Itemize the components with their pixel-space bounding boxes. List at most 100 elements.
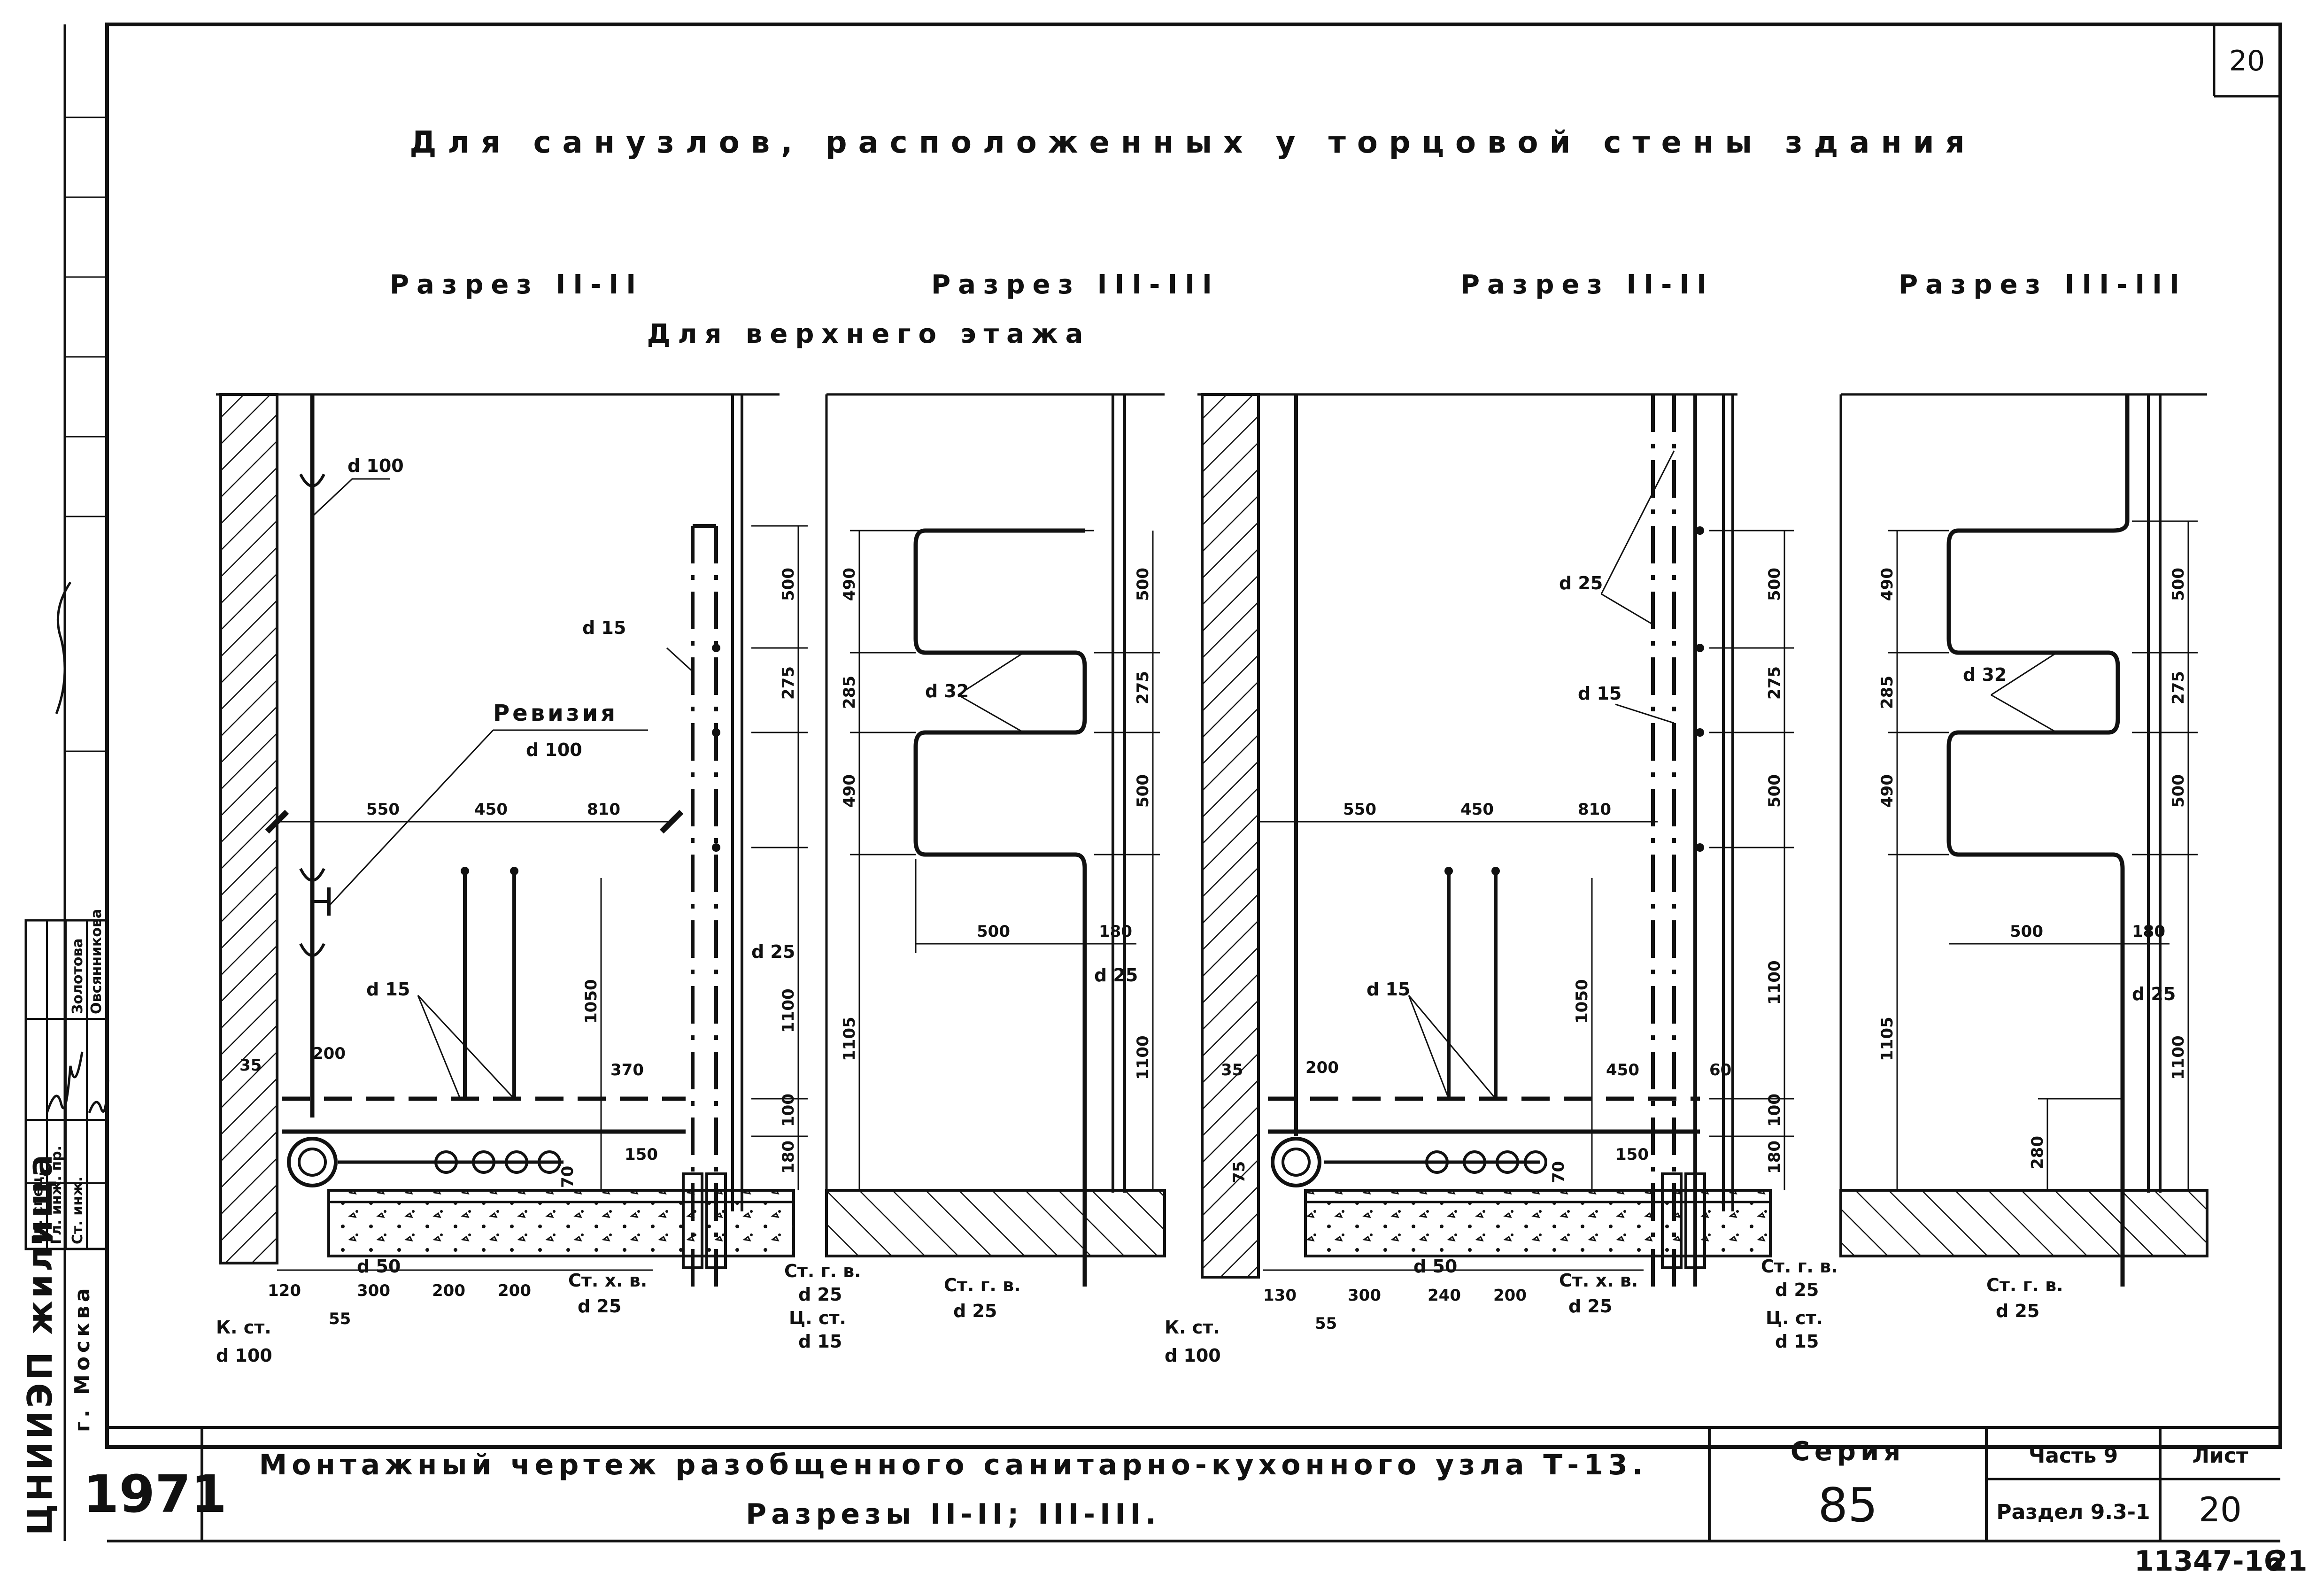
drawing-label: 275 — [2169, 671, 2188, 704]
drawing-label: Ц. ст. — [789, 1308, 846, 1328]
drawing-label: 550 — [366, 800, 400, 819]
drawing-label: 285 — [1878, 676, 1897, 709]
drawing-label: 500 — [1134, 774, 1152, 808]
drawing-label: 200 — [1305, 1058, 1339, 1077]
drawing-label: 100 — [779, 1094, 798, 1127]
sidebar-city: г. Москва — [70, 1284, 94, 1432]
drawing-label: d 15 — [1578, 683, 1621, 704]
drawing-label: d 15 — [1775, 1331, 1819, 1352]
drawing-label: 150 — [625, 1145, 658, 1164]
section-title-2: Разрез III-III — [931, 270, 1220, 300]
drawing-label: Ст. х. в. — [1559, 1270, 1638, 1291]
drawing-label: d 15 — [366, 979, 410, 1000]
drawing-label: 500 — [977, 922, 1010, 941]
drawing-label: d 15 — [798, 1331, 842, 1352]
drawing-label: Ст. г. в. — [1761, 1256, 1838, 1277]
stamp-suffix: 21 — [2268, 1545, 2308, 1578]
drawing-label: Ст. г. в. — [784, 1261, 861, 1281]
drawing-label: d 32 — [925, 681, 969, 701]
drawing-label: 280 — [2028, 1136, 2047, 1169]
towel-rail-2 — [1946, 394, 2130, 1287]
floor-slab-4 — [1839, 1189, 2208, 1257]
drawing-label: 275 — [779, 666, 798, 700]
drawing-label: К. ст. — [1165, 1317, 1220, 1338]
drawing-label: 130 — [1263, 1286, 1297, 1305]
drawing-label: 500 — [1765, 774, 1784, 808]
section-title-1: Разрез II-II — [390, 270, 643, 300]
drawing-label: 150 — [1615, 1145, 1649, 1164]
drawing-label: 60 — [1709, 1061, 1731, 1079]
drawing-label: 1105 — [840, 1017, 859, 1061]
drawing-label: 490 — [840, 568, 859, 601]
drawing-label: 35 — [1221, 1061, 1243, 1079]
drawing-label: d 100 — [216, 1345, 272, 1366]
sheet-value: 20 — [2199, 1490, 2242, 1529]
drawing-label: 550 — [1343, 800, 1376, 819]
drawing-label: 500 — [2010, 922, 2043, 941]
series-value: 85 — [1818, 1478, 1877, 1533]
drawing-label: d 50 — [357, 1256, 401, 1277]
title-line-2: Разрезы II-II; III-III. — [746, 1498, 1161, 1531]
part-label: Часть 9 — [2029, 1444, 2118, 1468]
floor-slab-3 — [1304, 1189, 1772, 1257]
drawing-label: 275 — [1134, 671, 1152, 704]
outer-frame — [105, 23, 2282, 1449]
drawing-label: 490 — [1878, 774, 1897, 808]
role-gl-inzh: Гл. инж. пр. — [48, 1146, 65, 1244]
drawing-label: 1100 — [2169, 1035, 2188, 1080]
drawing-label: d 25 — [798, 1284, 842, 1305]
section-4-drawing: d 32 d 25 Ст. г. в. d 25 490 285 490 500… — [1839, 393, 2208, 1321]
section-title-3: Разрез II-II — [1460, 270, 1714, 300]
role-st-inzh: Ст. инж. — [69, 1177, 86, 1244]
drawing-label: 180 — [1765, 1141, 1784, 1174]
drawing-label: 490 — [1878, 568, 1897, 601]
drawing-label: 1105 — [1878, 1017, 1897, 1061]
drawing-label: 450 — [1460, 800, 1494, 819]
drawing-label: d 100 — [347, 455, 404, 476]
drawing-label: 200 — [1493, 1286, 1527, 1305]
drawing-label: 810 — [1578, 800, 1611, 819]
drawing-label: 75 — [1230, 1161, 1249, 1183]
drawing-label: Ст. г. в. — [1986, 1275, 2063, 1295]
drawing-label: d 100 — [526, 740, 582, 760]
drawing-label: 1050 — [582, 979, 601, 1024]
drawing-label: d 32 — [1963, 664, 2007, 685]
signature-2 — [88, 1079, 109, 1113]
drawing-label: 300 — [357, 1281, 390, 1300]
drawing-label: 200 — [498, 1281, 531, 1300]
drawing-label: 500 — [1134, 568, 1152, 601]
section-2-drawing: d 32 d 25 Ст. г. в. d 25 490 285 490 500… — [825, 393, 1166, 1321]
drawing-label: d 25 — [578, 1296, 621, 1317]
role-gl-spec: Гл. спец. — [30, 1172, 46, 1244]
title-line-1: Монтажный чертеж разобщенного санитарно-… — [259, 1449, 1647, 1481]
drawing-label: Ц. ст. — [1766, 1308, 1823, 1328]
drawing-label: 180 — [2132, 922, 2165, 941]
drawing-label: Ревизия — [493, 700, 618, 726]
drawing-label: 35 — [239, 1056, 262, 1075]
drawing-label: 1100 — [779, 988, 798, 1033]
drawing-label: 285 — [840, 676, 859, 709]
drawing-label: Ст. г. в. — [944, 1275, 1021, 1295]
floor-slab-2 — [825, 1189, 1166, 1257]
drawing-label: 120 — [268, 1281, 301, 1300]
drawing-label: d 25 — [1094, 965, 1138, 986]
series-label: Серия — [1791, 1436, 1905, 1467]
drawing-label: 370 — [610, 1061, 644, 1079]
drawing-label: d 100 — [1165, 1345, 1221, 1366]
signature-1 — [46, 1051, 84, 1113]
drawing-label: 450 — [1606, 1061, 1639, 1079]
drawing-label: d 15 — [582, 617, 626, 638]
drawing-label: d 25 — [751, 941, 795, 962]
drawing-label: К. ст. — [216, 1317, 271, 1338]
drawing-label: 70 — [558, 1166, 577, 1188]
drawing-label: 200 — [432, 1281, 465, 1300]
drawing-label: 70 — [1549, 1161, 1568, 1183]
subtitle-top-floor: Для верхнего этажа — [647, 319, 1091, 349]
sheet-label: Лист — [2193, 1444, 2248, 1468]
sheet-number-corner: 20 — [2229, 45, 2265, 77]
drawing-label: d 25 — [2132, 984, 2176, 1004]
title-year: 1971 — [83, 1464, 227, 1524]
drawing-label: d 15 — [1367, 979, 1410, 1000]
drawing-label: 490 — [840, 774, 859, 808]
